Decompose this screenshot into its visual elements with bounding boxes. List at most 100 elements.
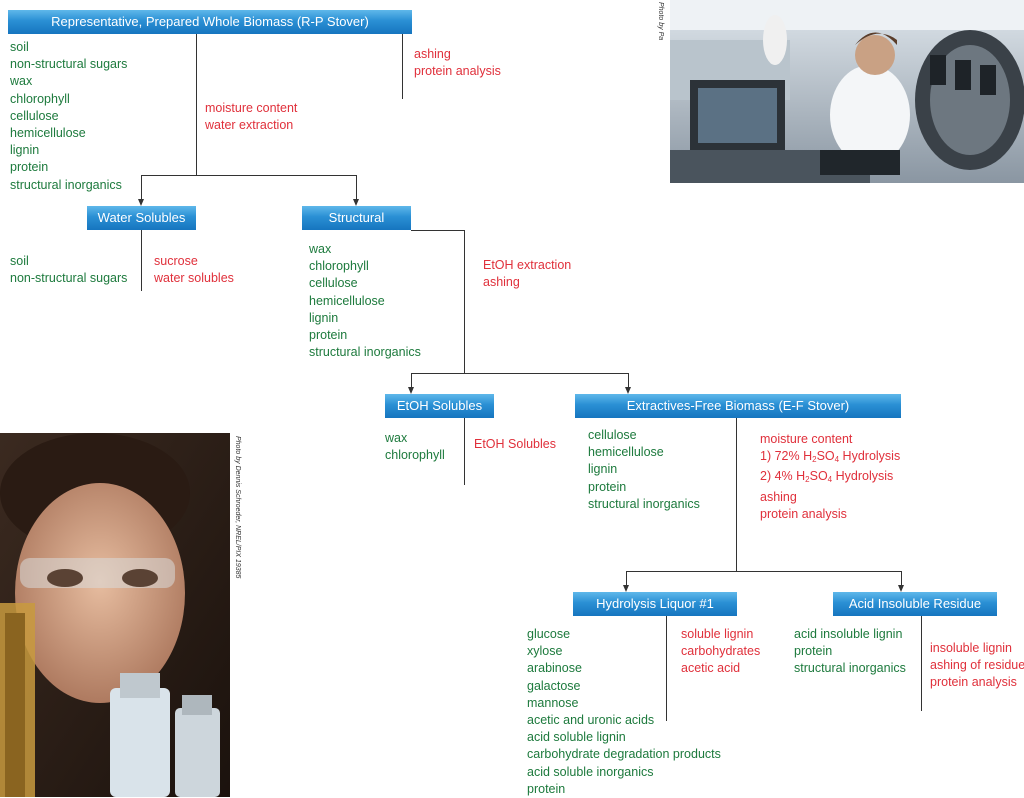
list-item: hemicellulose [10,126,86,141]
list-item: lignin [309,310,339,325]
list-item: protein analysis [930,675,1017,690]
to-ef-line [628,373,629,387]
to-water-arrow [138,199,144,206]
acid-insoluble-residue-box: Acid Insoluble Residue [833,592,997,616]
list-item: glucose [527,627,571,641]
list-item: hemicellulose [309,293,385,308]
list-item: soluble lignin [681,627,754,641]
list-item: moisture content [760,432,853,446]
list-item: wax [10,74,33,89]
hydrolysis-liquor-box: Hydrolysis Liquor #1 [573,592,737,616]
list-item: water extraction [205,118,294,133]
list-item: chlorophyll [385,448,445,463]
list-item: protein [588,479,627,494]
residue-analysis-list: insoluble lignin ashing of residue prote… [930,640,1024,692]
root-trunk-line [196,34,197,175]
list-item: arabinose [527,661,582,676]
list-item: cellulose [10,108,59,123]
etoh-solubles-box: EtOH Solubles [385,394,494,418]
list-item: ashing [414,47,451,61]
to-ef-arrow [625,387,631,394]
structural-trunk-line [464,230,465,373]
list-item: acetic and uronic acids [527,713,655,728]
list-item: carbohydrate degradation products [527,747,721,762]
researcher-photo [0,433,230,797]
list-item: EtOH extraction [483,258,572,272]
to-etoh-line [411,373,412,387]
list-item: chlorophyll [10,91,70,106]
to-water-line [141,175,142,199]
list-item: soil [10,40,29,54]
list-item: acid insoluble lignin [794,627,903,641]
structural-branch-line [411,373,629,374]
list-item: sucrose [154,254,198,268]
list-item: xylose [527,644,563,659]
to-liquor-line [626,571,627,585]
list-item: ashing of residue [930,658,1024,673]
ef-branch-line [626,571,902,572]
list-item: protein [10,160,49,175]
extractives-free-box: Extractives-Free Biomass (E-F Stover) [575,394,901,418]
photo-credit-left: Photo by Dennis Schroeder, NREL/PIX 1938… [234,436,241,579]
list-item: water solubles [154,271,234,286]
to-etoh-arrow [408,387,414,394]
list-item: cellulose [588,428,637,442]
to-residue-arrow [898,585,904,592]
liquor-components-list: glucose xylose arabinose galactose manno… [527,626,721,798]
to-structural-line [356,175,357,199]
list-item: acetic acid [681,661,741,676]
list-item: structural inorganics [794,661,906,676]
to-liquor-arrow [623,585,629,592]
researcher-photo-image [0,433,230,797]
etoh-analysis-divider [464,418,465,485]
ef-components-list: cellulose hemicellulose lignin protein s… [588,427,700,513]
etoh-components-list: wax chlorophyll [385,430,445,464]
list-item: structural inorganics [309,345,421,360]
structural-process-list: EtOH extraction ashing [483,257,571,291]
list-item: non-structural sugars [10,271,128,286]
list-item: cellulose [309,276,358,291]
list-item: ashing [760,489,797,504]
structural-side-line [411,230,464,231]
list-item: ashing [483,275,520,290]
root-components-list: soil non-structural sugars wax chlorophy… [10,39,127,194]
water-components-list: soil non-structural sugars [10,253,127,287]
list-item: hemicellulose [588,445,664,460]
list-item: lignin [588,462,618,477]
etoh-analysis-list: EtOH Solubles [474,436,556,453]
liquor-analysis-list: soluble lignin carbohydrates acetic acid [681,626,760,678]
list-item: lignin [10,143,40,158]
list-item: insoluble lignin [930,641,1013,655]
water-solubles-box: Water Solubles [87,206,196,230]
list-item: wax [385,431,408,445]
list-item: structural inorganics [588,496,700,511]
root-process-list: moisture content water extraction [205,100,297,134]
ef-process-list: moisture content 1) 72% H2SO4 Hydrolysis… [760,431,900,523]
list-item: 1) 72% H2SO4 Hydrolysis [760,449,901,465]
list-item: protein [527,781,566,796]
list-item: soil [10,254,29,268]
residue-components-list: acid insoluble lignin protein structural… [794,626,906,678]
photo-credit-top: Photo by Pa [657,2,664,41]
list-item: protein analysis [760,506,847,521]
list-item: mannose [527,695,579,710]
list-item: wax [309,242,332,256]
list-item: chlorophyll [309,259,369,274]
list-item: protein analysis [414,64,501,79]
list-item: carbohydrates [681,644,761,659]
root-box: Representative, Prepared Whole Biomass (… [8,10,412,34]
root-analysis-divider [402,34,403,99]
list-item: 2) 4% H2SO4 Hydrolysis [760,469,894,485]
list-item: acid soluble inorganics [527,764,654,779]
list-item: protein [309,328,348,343]
list-item: protein [794,644,833,659]
structural-components-list: wax chlorophyll cellulose hemicellulose … [309,241,421,361]
water-analysis-divider [141,230,142,291]
list-item: non-structural sugars [10,57,128,72]
list-item: acid soluble lignin [527,730,626,745]
liquor-analysis-divider [666,616,667,721]
lab-photo [670,0,1024,183]
residue-analysis-divider [921,616,922,711]
list-item: moisture content [205,101,298,115]
structural-box: Structural [302,206,411,230]
